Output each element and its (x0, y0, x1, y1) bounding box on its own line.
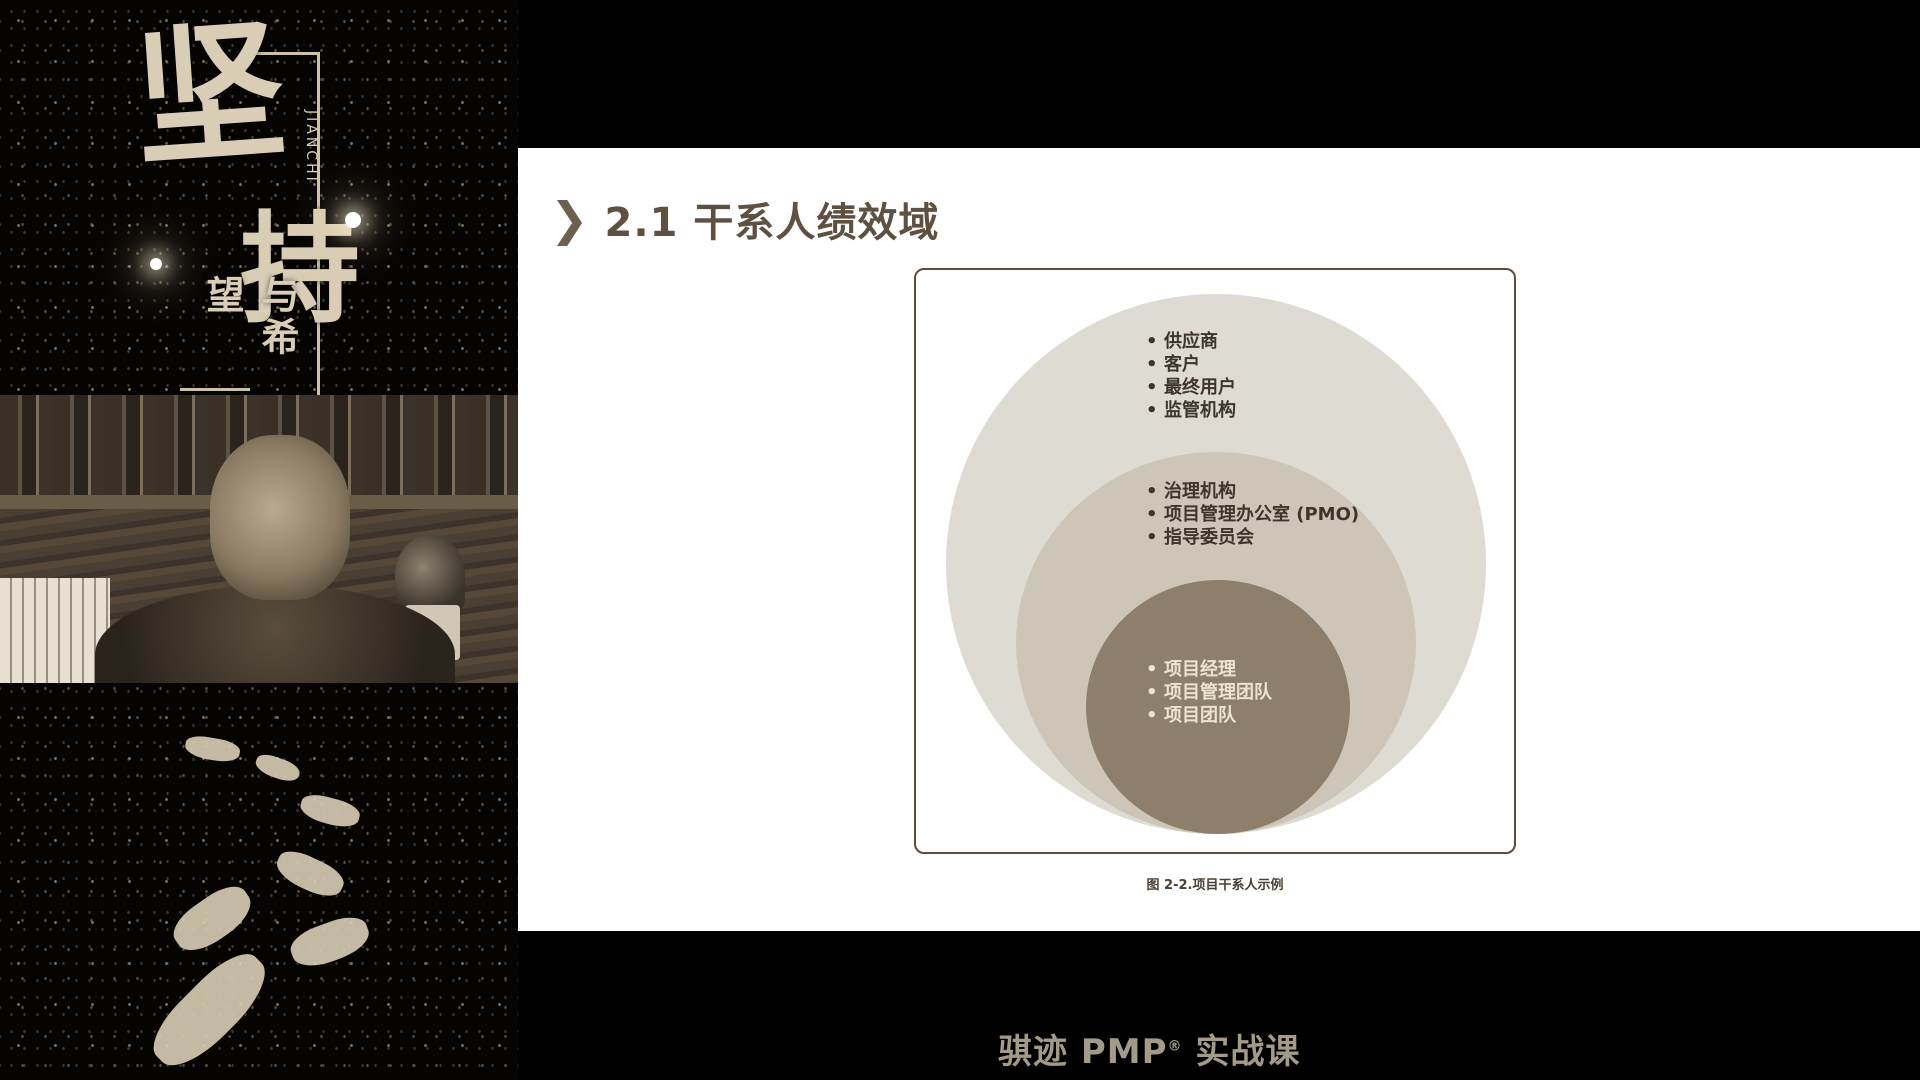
footprint-icon (183, 733, 242, 765)
watermark-suffix: 实战课 (1182, 1032, 1301, 1072)
middle-stakeholder-list: 治理机构 项目管理办公室 (PMO) 指导委员会 (1146, 480, 1359, 549)
list-item: 项目经理 (1146, 658, 1272, 681)
footprint-icon (165, 877, 260, 961)
list-item: 最终用户 (1146, 376, 1236, 399)
poster-romanization: JIANCHI (303, 110, 319, 184)
presenter-video (0, 395, 518, 683)
list-item: 项目管理团队 (1146, 681, 1272, 704)
books (0, 578, 110, 683)
calligraphy-subtitle: 与希望 (200, 275, 300, 359)
light-flare-icon (150, 258, 162, 270)
footprint-icon (141, 941, 279, 1080)
left-panel: 坚 持 与希望 JIANCHI (0, 0, 518, 1080)
poster-frame-line (245, 52, 320, 395)
poster-frame-line-bottom (180, 388, 250, 391)
list-item: 治理机构 (1146, 480, 1359, 503)
watermark-text: 骐迹 PMP (998, 1032, 1168, 1072)
plant (395, 535, 465, 615)
poster-top: 坚 持 与希望 JIANCHI (0, 0, 518, 395)
trademark-symbol: ® (1167, 1038, 1183, 1055)
list-item: 指导委员会 (1146, 526, 1359, 549)
presenter-head (210, 435, 350, 600)
stakeholder-diagram: 供应商 客户 最终用户 监管机构 治理机构 项目管理办公室 (PMO) 指导委员… (914, 268, 1516, 854)
calligraphy-main-2: 持 (240, 199, 360, 340)
poster-bottom (0, 683, 518, 1080)
footprint-icon (285, 910, 375, 974)
list-item: 监管机构 (1146, 399, 1236, 422)
footprint-icon (297, 790, 363, 832)
slide-title: ❯ 2.1 干系人绩效域 (550, 192, 939, 246)
slide-title-text: 2.1 干系人绩效域 (604, 200, 940, 246)
chevron-right-icon: ❯ (550, 192, 589, 246)
figure-caption: 图 2-2.项目干系人示例 (1146, 878, 1284, 893)
inner-stakeholder-list: 项目经理 项目管理团队 项目团队 (1146, 658, 1272, 727)
light-flare-icon (345, 212, 361, 228)
course-watermark: 骐迹 PMP® 实战课 (998, 1024, 1300, 1073)
calligraphy-main-1: 坚 (129, 1, 291, 189)
presentation-slide: ❯ 2.1 干系人绩效域 供应商 客户 最终用户 监管机构 治理机构 项目管理办… (518, 148, 1920, 931)
footprint-icon (271, 844, 349, 904)
list-item: 客户 (1146, 353, 1236, 376)
list-item: 供应商 (1146, 330, 1236, 353)
list-item: 项目管理办公室 (PMO) (1146, 503, 1359, 526)
footprint-icon (252, 750, 303, 786)
list-item: 项目团队 (1146, 704, 1272, 727)
outer-stakeholder-list: 供应商 客户 最终用户 监管机构 (1146, 330, 1236, 422)
